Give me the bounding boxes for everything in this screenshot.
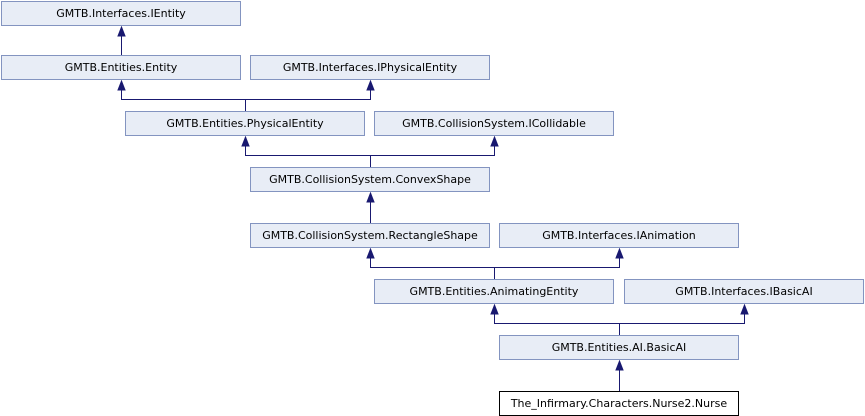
node-ibasic-ai[interactable]: GMTB.Interfaces.IBasicAI	[624, 279, 864, 304]
edge-physical_entity-to-iphysical_entity	[245, 89, 371, 111]
node-nurse-current: The_Infirmary.Characters.Nurse2.Nurse	[499, 391, 739, 416]
edge-basic_ai-to-ibasic_ai	[619, 313, 745, 335]
arrowhead-ientity	[117, 25, 126, 37]
arrowhead-ibasic_ai	[740, 303, 749, 315]
arrowhead-physical_entity	[241, 135, 250, 147]
node-icollidable[interactable]: GMTB.CollisionSystem.ICollidable	[374, 111, 614, 136]
node-entity[interactable]: GMTB.Entities.Entity	[1, 55, 241, 80]
edge-animating_entity-to-rectangle_shape	[370, 257, 495, 279]
arrowhead-entity	[117, 79, 126, 91]
node-convex-shape[interactable]: GMTB.CollisionSystem.ConvexShape	[250, 167, 490, 192]
node-animating-entity[interactable]: GMTB.Entities.AnimatingEntity	[374, 279, 614, 304]
node-ientity[interactable]: GMTB.Interfaces.IEntity	[1, 1, 241, 26]
node-rectangle-shape[interactable]: GMTB.CollisionSystem.RectangleShape	[250, 223, 490, 248]
edge-basic_ai-to-animating_entity	[494, 313, 620, 335]
node-basic-ai[interactable]: GMTB.Entities.AI.BasicAI	[499, 335, 739, 360]
arrowhead-iphysical_entity	[366, 79, 375, 91]
arrowhead-convex_shape	[366, 191, 375, 203]
node-physical-entity[interactable]: GMTB.Entities.PhysicalEntity	[125, 111, 365, 136]
arrowhead-rectangle_shape	[366, 247, 375, 259]
edge-convex_shape-to-icollidable	[370, 145, 495, 167]
arrowhead-basic_ai	[615, 359, 624, 371]
arrowhead-ianimation	[615, 247, 624, 259]
arrowhead-icollidable	[490, 135, 499, 147]
arrowhead-animating_entity	[490, 303, 499, 315]
node-ianimation[interactable]: GMTB.Interfaces.IAnimation	[499, 223, 739, 248]
edge-physical_entity-to-entity	[121, 89, 246, 111]
edge-animating_entity-to-ianimation	[494, 257, 620, 279]
edge-convex_shape-to-physical_entity	[245, 145, 371, 167]
node-iphysical-entity[interactable]: GMTB.Interfaces.IPhysicalEntity	[250, 55, 490, 80]
